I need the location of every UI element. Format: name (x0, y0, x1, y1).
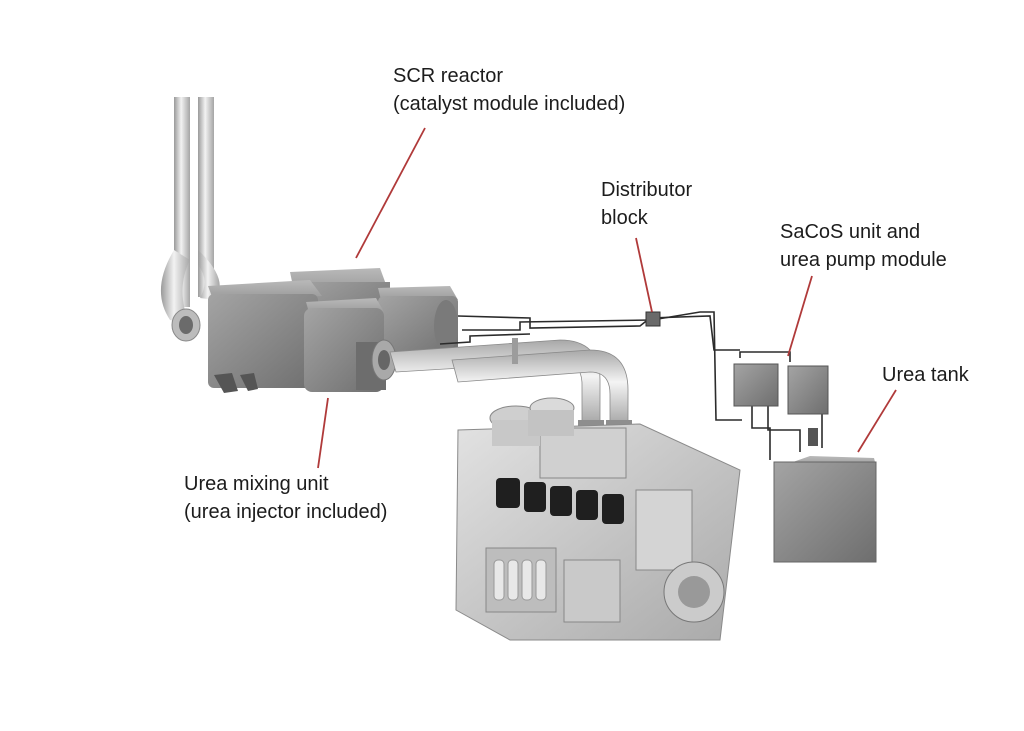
engine (455, 397, 741, 641)
sacos-unit (733, 363, 829, 446)
label-distributor-line1: Distributor (601, 179, 693, 201)
label-urea-mixing-line2: (urea injector included) (184, 501, 388, 523)
leader-line-scr (355, 127, 426, 259)
exhaust-stack (160, 97, 220, 342)
label-urea-mixing-line1: Urea mixing unit (184, 473, 329, 495)
leader-line-mixing (317, 397, 329, 469)
leader-line-distributor (635, 237, 653, 313)
label-distributor-line2: block (601, 207, 648, 229)
urea-supply-lines (439, 311, 823, 460)
leader-lines (317, 127, 897, 469)
label-urea-mixing-unit: Urea mixing unit (urea injector included… (184, 470, 387, 526)
leader-line-sacos (787, 275, 813, 357)
label-scr-reactor: SCR reactor (catalyst module included) (393, 62, 625, 118)
urea-tank (773, 456, 877, 563)
label-scr-reactor-line2: (catalyst module included) (393, 93, 626, 115)
leader-line-tank (857, 389, 897, 453)
label-urea-tank-line1: Urea tank (882, 364, 969, 386)
urea-mixing-unit (304, 298, 397, 392)
label-scr-reactor-line1: SCR reactor (393, 65, 504, 87)
distributor-block (645, 311, 661, 327)
label-sacos-line1: SaCoS unit and (780, 221, 921, 243)
label-urea-tank: Urea tank (882, 361, 969, 389)
label-sacos-line2: urea pump module (780, 249, 947, 271)
label-distributor-block: Distributor block (601, 176, 692, 232)
label-sacos-unit: SaCoS unit and urea pump module (780, 218, 947, 274)
